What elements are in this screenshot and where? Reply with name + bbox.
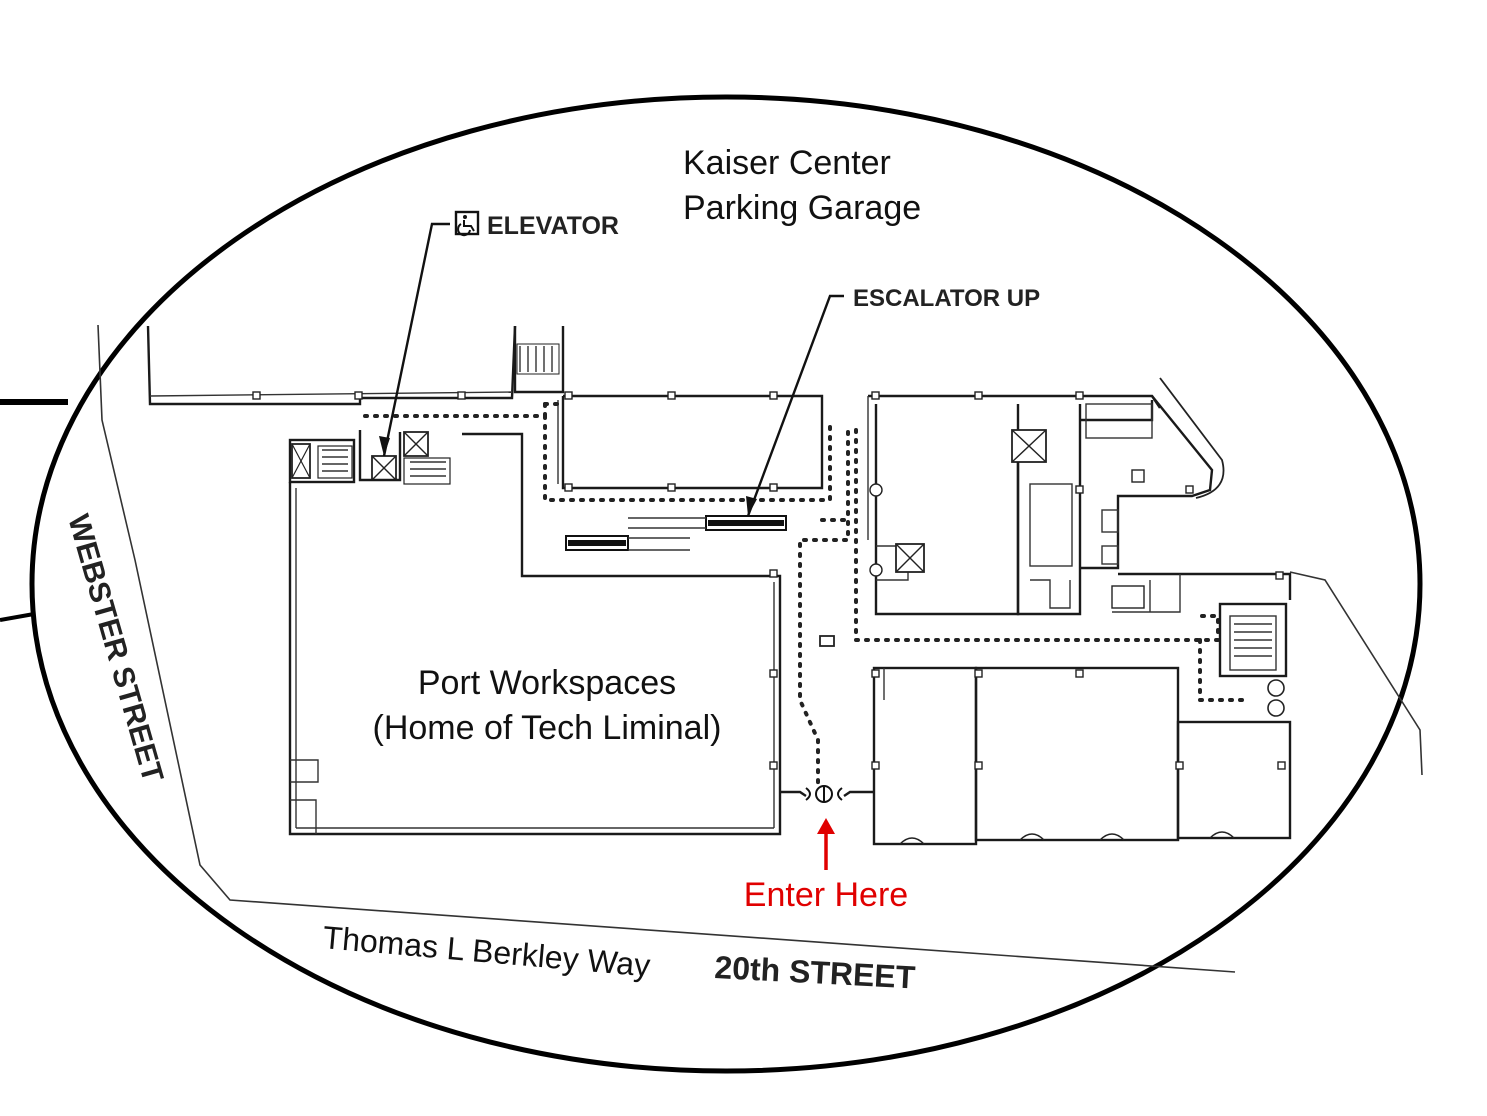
twentieth-street-label: 20th STREET (714, 949, 917, 995)
shop-c (1176, 720, 1292, 840)
thomas-berkley-label: Thomas L Berkley Way (321, 919, 651, 983)
escalator-label: ESCALATOR UP (853, 285, 1040, 312)
accessible-route-east (1198, 638, 1252, 702)
east-block-upper (868, 394, 1161, 409)
enter-here-label: Enter Here (744, 876, 908, 914)
stair-west (317, 445, 353, 479)
entry-wall (780, 790, 807, 797)
wheelchair-accessible-icon (454, 210, 480, 237)
arrow-up-icon (817, 818, 835, 870)
workspace-label-line1: Port Workspaces (418, 664, 676, 702)
east-diagonal-wall (1080, 395, 1214, 570)
elevator-leader (382, 222, 450, 457)
north-wall (146, 325, 517, 406)
garage-label-line1: Kaiser Center (683, 144, 891, 182)
stair-east (1218, 602, 1288, 678)
highlight-ellipse (29, 94, 1423, 1074)
stair-north-steps (516, 343, 560, 375)
street-line-left-lower (0, 612, 35, 622)
garage-label-line2: Parking Garage (683, 189, 921, 227)
accessible-route-central-2 (854, 428, 1220, 642)
shop-b (974, 666, 1180, 842)
accessible-route-central (798, 430, 850, 792)
north-wall-inner (149, 391, 513, 397)
street-edge-right (1289, 571, 1423, 776)
stair-north (513, 326, 565, 394)
elevator-core (288, 438, 356, 484)
upper-shops (561, 394, 824, 490)
stair-east-small (403, 457, 451, 485)
shop-a (872, 666, 978, 846)
escalator-leader (746, 294, 844, 517)
webster-street-edge (97, 324, 1236, 973)
kiosk (819, 635, 835, 647)
accessible-route-north (363, 414, 832, 502)
port-workspaces-outline (288, 432, 782, 836)
workspace-label-line2: (Home of Tech Liminal) (373, 709, 722, 747)
elevator-label: ELEVATOR (487, 212, 619, 240)
